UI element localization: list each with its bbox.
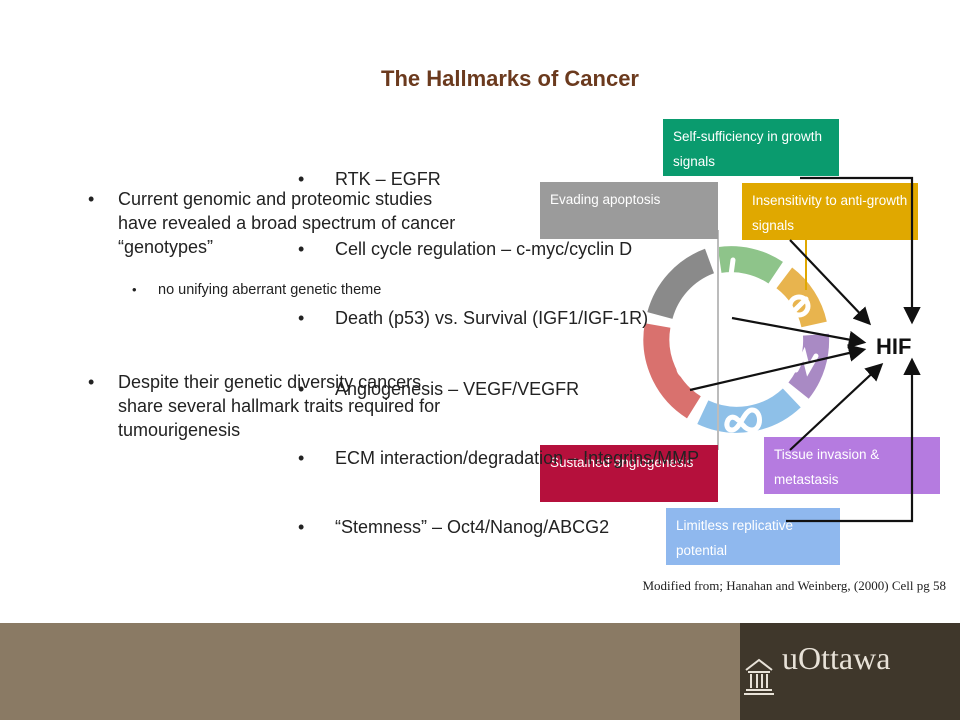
- citation: Modified from; Hanahan and Weinberg, (20…: [642, 578, 946, 593]
- vessel-icon: [676, 360, 699, 389]
- arrow-invasion: [789, 362, 884, 451]
- box-insensitivity: Insensitivity to anti-growth signals: [742, 183, 918, 240]
- right-bullet-2: •Cell cycle regulation – c-myc/cyclin D: [298, 239, 633, 259]
- slide-title: The Hallmarks of Cancer: [381, 66, 639, 91]
- box-self-sufficiency: Self-sufficiency in growth signals: [663, 119, 839, 176]
- right-bullet-4: •Angiogenesis – VEGF/VEGFR: [298, 379, 580, 399]
- left-bullet-2: • Despite their genetic diversity cancer…: [88, 372, 441, 440]
- box-limitless-replicative: Limitless replicative potential: [666, 508, 840, 565]
- wheel-segment-green: [717, 246, 783, 284]
- arrow-death: [731, 316, 867, 349]
- footer-logo-panel: [740, 623, 960, 720]
- no-entry-icon: [787, 294, 811, 318]
- university-building-icon: [744, 658, 774, 695]
- right-bullet-5: •ECM interaction/degradation – Integrins…: [298, 448, 700, 468]
- arrow-replicative: [786, 357, 921, 523]
- left-bullet-1: • Current genomic and proteomic studies …: [88, 189, 456, 257]
- wheel-segment-gray: [647, 248, 715, 320]
- arrow-insensitivity: [789, 239, 872, 326]
- hallmarks-wheel: [643, 230, 830, 450]
- right-bullet-6: •“Stemness” – Oct4/Nanog/ABCG2: [298, 517, 610, 537]
- box-sustained-angiogenesis: Sustained angiogenesis: [540, 445, 718, 502]
- wheel-segment-red: [643, 323, 702, 419]
- signal-arrow-icon: [727, 257, 751, 286]
- box-evading-apoptosis: Evading apoptosis: [540, 182, 718, 239]
- hif-label: HIF: [876, 334, 912, 359]
- wheel-segment-blue: [697, 388, 801, 433]
- arrow-angiogenesis: [689, 344, 867, 392]
- uottawa-logo-text: uOttawa: [782, 640, 891, 676]
- apoptosis-icon: [683, 291, 707, 315]
- hif-arrows: [689, 176, 921, 523]
- right-bullet-3: •Death (p53) vs. Survival (IGF1/IGF-1R): [298, 308, 649, 328]
- box-tissue-invasion: Tissue invasion & metastasis: [764, 437, 940, 494]
- left-sub-bullet: • no unifying aberrant genetic theme: [132, 282, 382, 298]
- arrow-self-sufficiency: [800, 176, 921, 325]
- right-bullet-1: •RTK – EGFR: [298, 169, 441, 189]
- infinity-icon: [724, 407, 762, 433]
